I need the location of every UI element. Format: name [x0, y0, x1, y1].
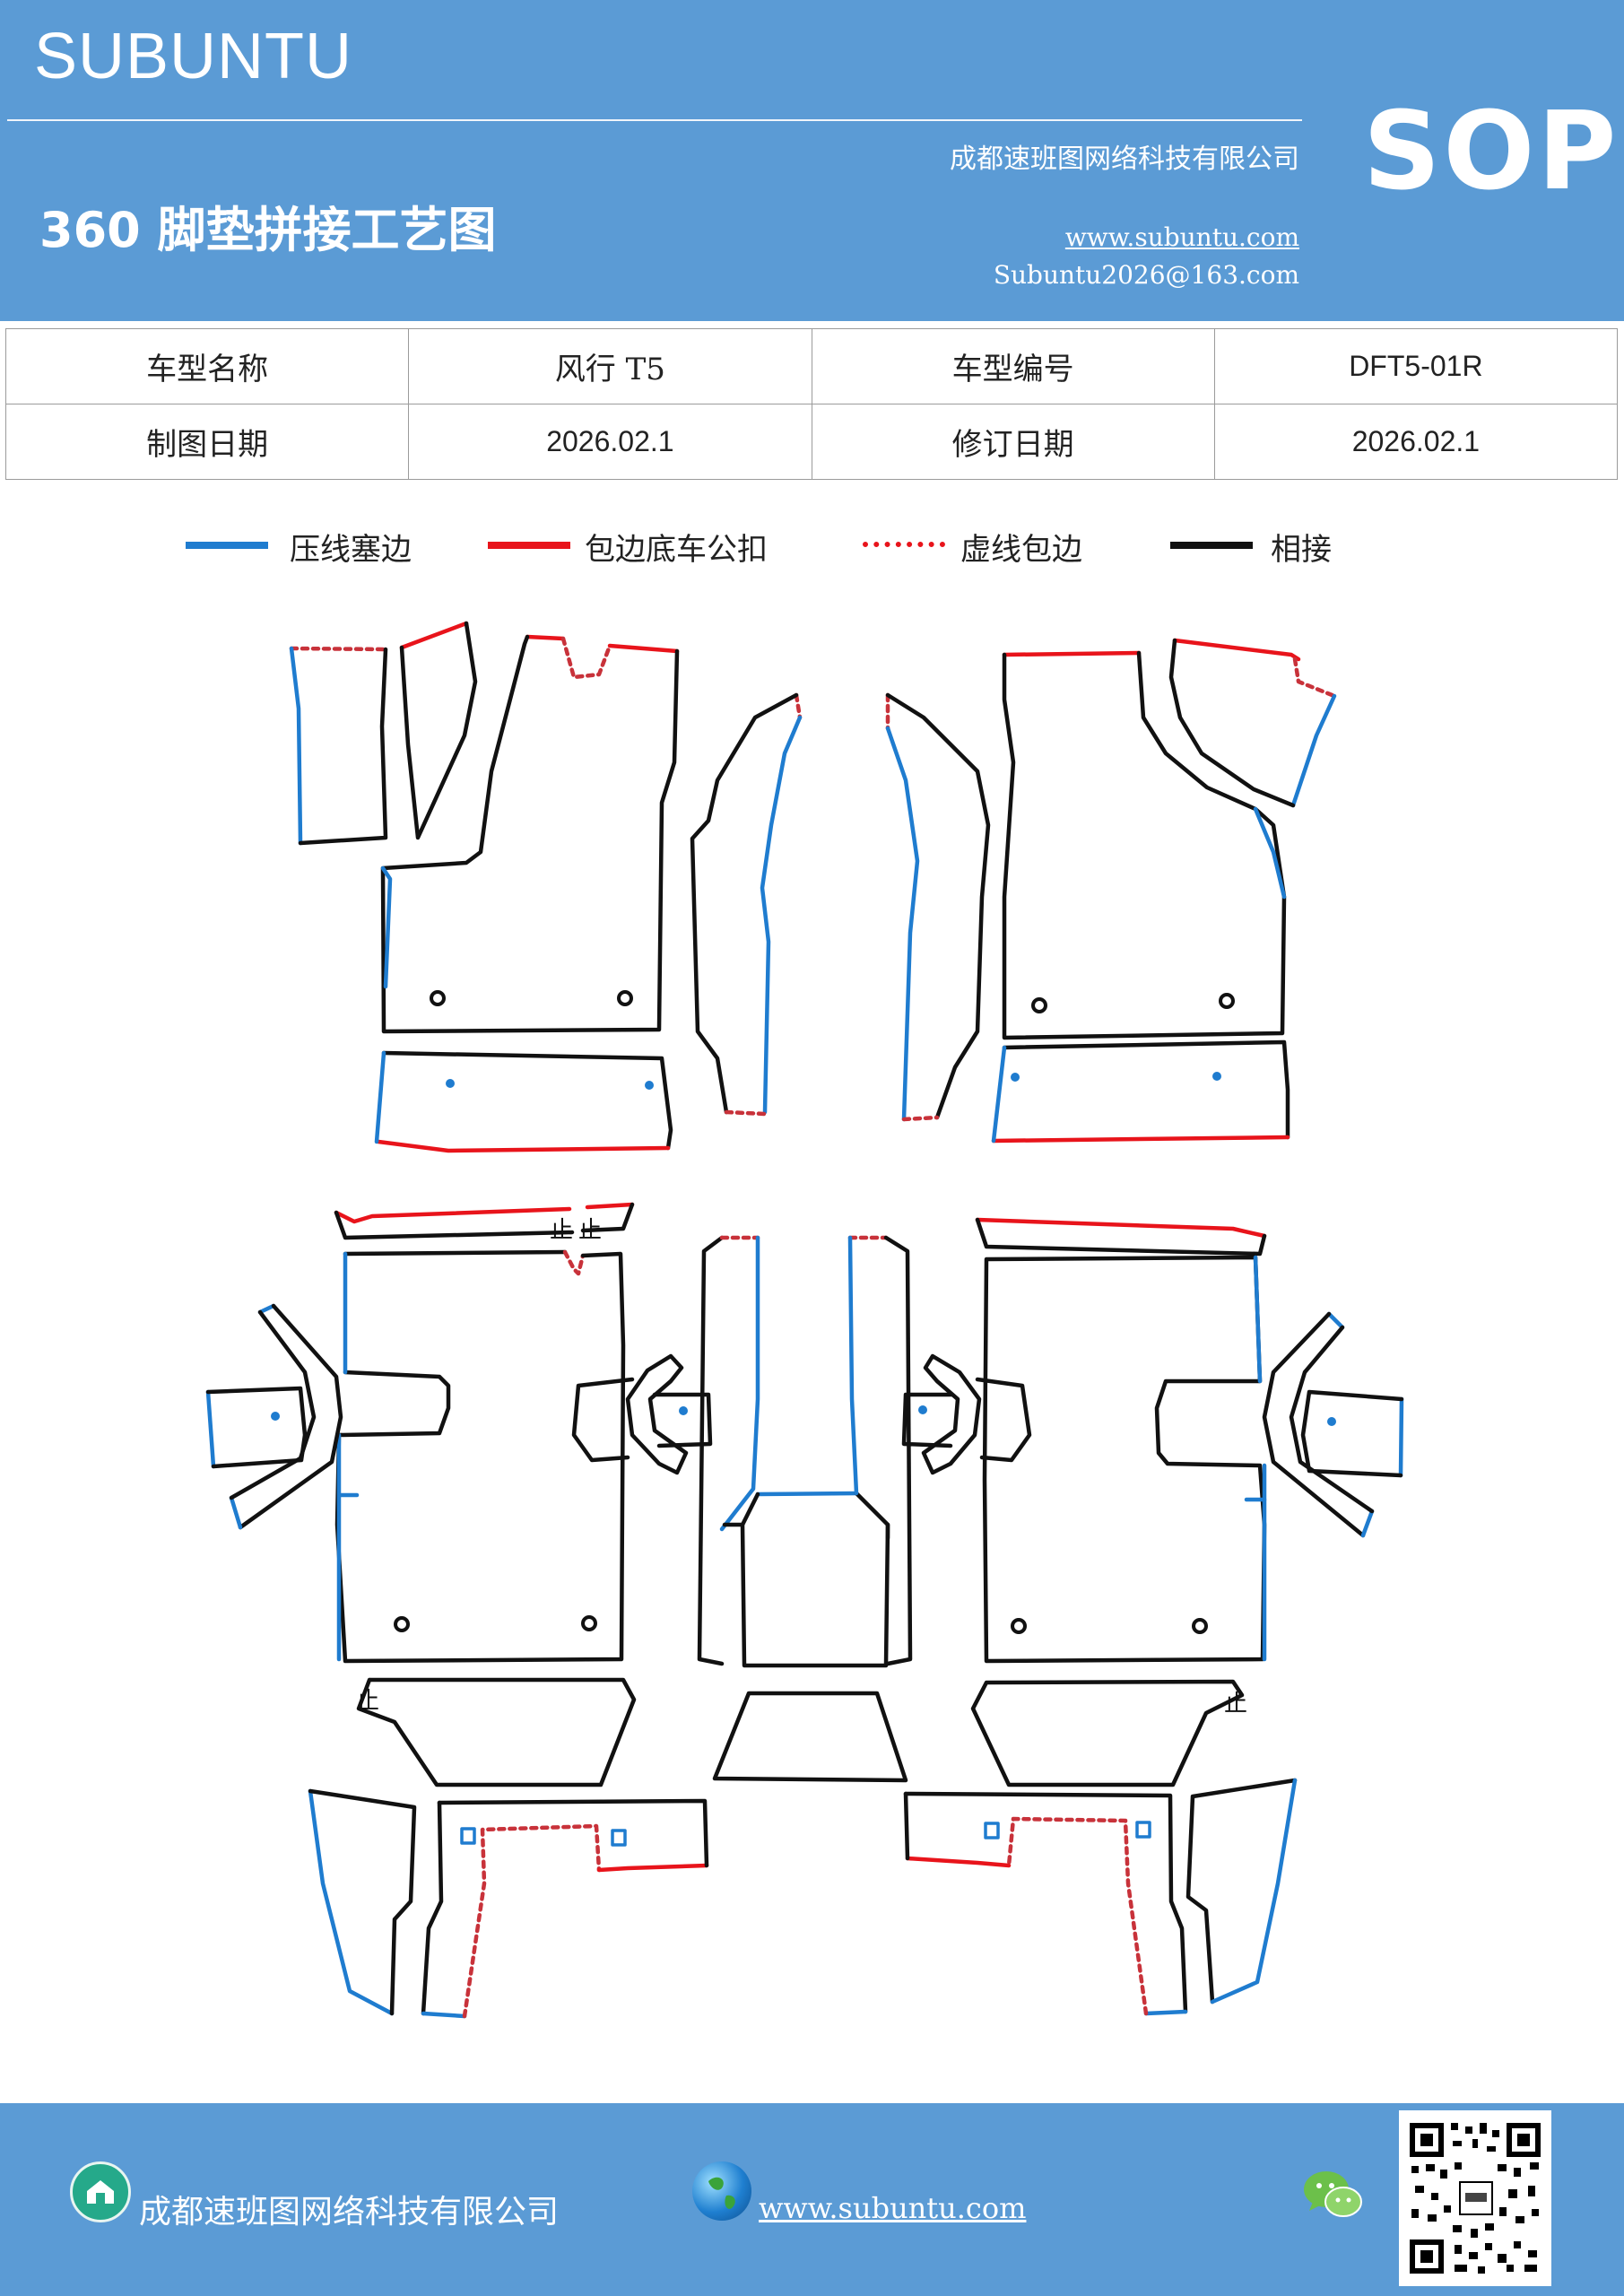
rear-right-heel-pad: 止: [970, 1679, 1247, 1787]
stop-marker: 止: [356, 1688, 379, 1715]
rear-right-top-strip: [975, 1217, 1267, 1257]
center-rear-trapezoid: [712, 1691, 908, 1783]
website-link[interactable]: www.subuntu.com: [1064, 222, 1299, 252]
front-left-side-strip: [289, 646, 388, 846]
legend-line-wrap-edge: [488, 542, 570, 549]
model-name-value: 风行 T5: [408, 328, 812, 404]
rear-left-heel-pad: 止: [356, 1677, 637, 1787]
header-divider: [7, 119, 1302, 121]
footer-banner: 成都速班图网络科技有限公司 www.subuntu.com: [0, 2103, 1624, 2296]
rear-left-main-mat: [334, 1249, 626, 1664]
rear-right-tunnel-strip: [847, 1235, 913, 1666]
legend-label-joined: 相接: [1271, 532, 1332, 568]
rear-left-outer-panel: [308, 1788, 417, 2016]
draw-date-value: 2026.02.1: [408, 404, 812, 480]
rear-left-top-strip: 止 止: [334, 1202, 635, 1244]
center-tunnel-mat: [722, 1491, 890, 1668]
footer-website-link[interactable]: www.subuntu.com: [759, 2191, 1027, 2225]
front-right-sill-strip: [885, 692, 991, 1122]
front-right-main-mat: [1002, 650, 1287, 1040]
table-row: 制图日期 2026.02.1 修订日期 2026.02.1: [4, 404, 1619, 480]
legend-label-wrap-edge: 包边底车公扣: [585, 532, 768, 568]
legend-line-joined: [1170, 542, 1253, 549]
legend: 压线塞边 包边底车公扣 虚线包边 相接: [0, 525, 1624, 570]
rear-right-main-mat: [982, 1255, 1267, 1664]
wechat-icon[interactable]: [1302, 2168, 1365, 2222]
globe-icon: [692, 2161, 751, 2221]
floor-mat-diagram: .k{stroke:#111;stroke-width:4.5} .b{stro…: [205, 621, 1404, 2019]
header-banner: SUBUNTU 成都速班图网络科技有限公司 360 脚垫拼接工艺图 www.su…: [0, 0, 1624, 321]
rear-left-side-bracket: [229, 1303, 343, 1530]
stop-marker: 止: [1224, 1691, 1247, 1718]
footer-company: 成都速班图网络科技有限公司: [139, 2194, 560, 2231]
rear-left-tunnel-strip: [697, 1235, 760, 1666]
revise-date-label: 修订日期: [811, 404, 1215, 480]
legend-line-pressed-edge: [186, 542, 268, 549]
legend-line-dashed-edge: [863, 542, 945, 547]
stop-marker: 止: [550, 1217, 573, 1244]
front-left-heel-pad: [374, 1050, 673, 1153]
rear-right-side-bracket: [1262, 1311, 1375, 1538]
rear-left-inner-panel: [421, 1798, 709, 2019]
rear-left-side-tab: [205, 1386, 308, 1469]
front-left-main-mat: [380, 634, 680, 1034]
vehicle-info-table: 车型名称 风行 T5 车型编号 DFT5-01R 制图日期 2026.02.1 …: [4, 328, 1619, 480]
rear-right-inner-panel: [903, 1791, 1188, 2016]
rear-right-side-tab: [1300, 1389, 1404, 1478]
rear-left-seat-bracket: [571, 1353, 713, 1475]
qr-code[interactable]: [1399, 2110, 1551, 2286]
rear-right-seat-bracket: [901, 1353, 1032, 1475]
model-name-label: 车型名称: [4, 328, 410, 404]
legend-label-dashed-edge: 虚线包边: [960, 532, 1082, 568]
front-left-sill-strip: [690, 692, 803, 1117]
stop-marker: 止: [578, 1217, 602, 1244]
revise-date-value: 2026.02.1: [1213, 404, 1619, 480]
front-right-corner-panel: [1168, 638, 1337, 808]
document-title: 360 脚垫拼接工艺图: [39, 202, 497, 258]
company-name: 成都速班图网络科技有限公司: [950, 144, 1299, 175]
home-icon: [70, 2161, 131, 2222]
rear-right-outer-panel: [1185, 1778, 1298, 2005]
model-code-label: 车型编号: [811, 328, 1215, 404]
brand-name: SUBUNTU: [34, 21, 353, 92]
front-left-narrow-panel: [399, 621, 478, 840]
legend-label-pressed-edge: 压线塞边: [290, 532, 412, 568]
front-right-heel-pad: [991, 1039, 1290, 1144]
table-row: 车型名称 风行 T5 车型编号 DFT5-01R: [4, 328, 1619, 404]
draw-date-label: 制图日期: [4, 404, 410, 480]
model-code-value: DFT5-01R: [1213, 328, 1619, 404]
email-address[interactable]: Subuntu2026@163.com: [993, 260, 1299, 290]
sop-badge: SOP: [1363, 90, 1620, 214]
